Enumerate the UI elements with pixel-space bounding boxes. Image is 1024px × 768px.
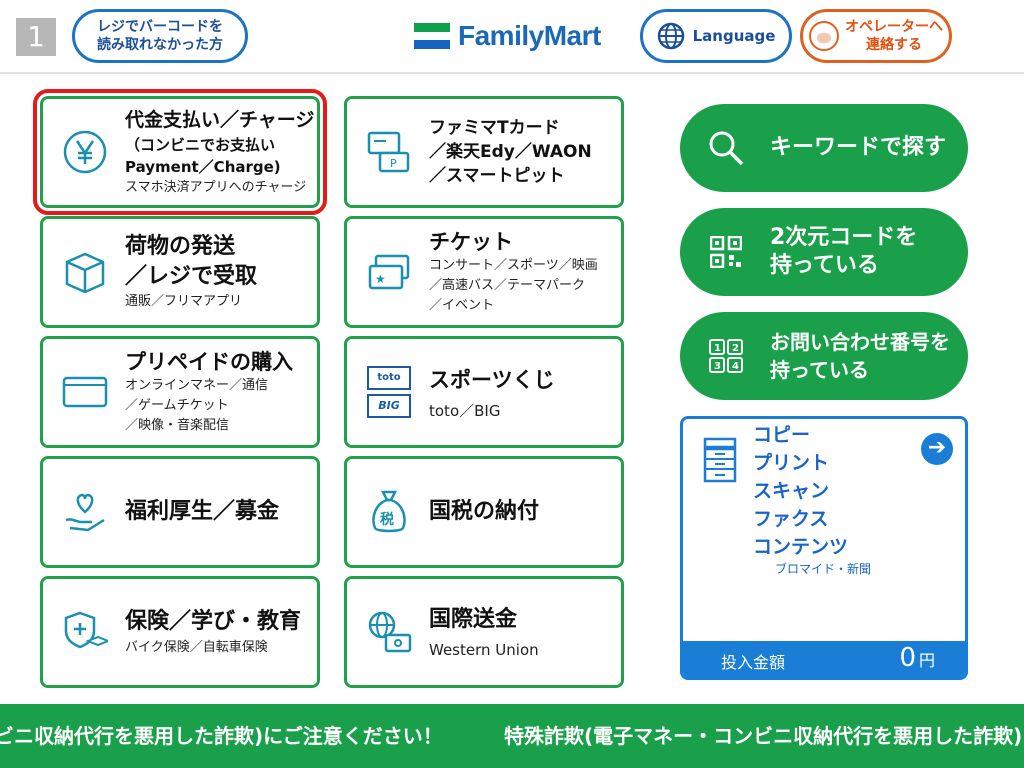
big-logo: BIG bbox=[367, 394, 411, 418]
language-label: Language bbox=[692, 27, 776, 45]
print-item: プリント bbox=[753, 452, 830, 474]
qr-code-label-1: 2次元コードを bbox=[770, 225, 918, 250]
operator-label: オペレーターへ 連絡する bbox=[845, 19, 943, 53]
operator-icon bbox=[809, 21, 839, 51]
menu-payment-charge[interactable]: 代金支払い／チャージ （コンビニでお支払い Payment／Charge) スマ… bbox=[33, 89, 327, 215]
svg-text:P: P bbox=[390, 157, 397, 170]
menu-ticket[interactable]: ★ チケット コンサート／スポーツ／映画 ／高速バス／テーマパーク ／イベント bbox=[344, 216, 624, 328]
menu-prepaid[interactable]: プリペイドの購入 オンラインマネー／通信 ／ゲームチケット ／映像・音楽配信 bbox=[40, 336, 320, 448]
warning-ticker: ビニ収納代行を悪用した詐欺)にご注意ください！ 特殊詐欺(電子マネー・コンビニ収… bbox=[0, 704, 1024, 768]
inquiry-label-2: 持っている bbox=[770, 358, 869, 382]
magnifier-icon bbox=[704, 128, 748, 168]
ticker-text-right: 特殊詐欺(電子マネー・コンビニ収納代行を悪用した詐欺) bbox=[504, 724, 1023, 748]
remittance-title: 国際送金 bbox=[429, 607, 518, 632]
payment-note: スマホ決済アプリへのチャージ bbox=[125, 180, 307, 195]
svg-text:1: 1 bbox=[714, 343, 721, 354]
parcel-line-2: ／レジで受取 bbox=[125, 264, 258, 289]
language-button[interactable]: Language bbox=[640, 9, 792, 63]
copy-print-panel[interactable]: コピー プリント スキャン ファクス コンテンツ ブロマイド・新聞 ➔ 投入金額… bbox=[680, 416, 968, 680]
operator-call-button[interactable]: オペレーターへ 連絡する bbox=[800, 9, 952, 63]
inserted-amount-label: 投入金額 bbox=[721, 653, 786, 672]
menu-international-remittance[interactable]: 国際送金 Western Union bbox=[344, 576, 624, 688]
prepaid-note-2: ／ゲームチケット bbox=[125, 398, 229, 413]
menu-national-tax[interactable]: 税 国税の納付 bbox=[344, 456, 624, 568]
tax-bag-icon: 税 bbox=[359, 488, 419, 536]
page-number: 1 bbox=[16, 18, 56, 56]
barcode-help-label: レジでバーコードを 読み取れなかった方 bbox=[97, 19, 223, 53]
prepaid-note-3: ／映像・音楽配信 bbox=[125, 418, 230, 433]
arrow-right-icon: ➔ bbox=[921, 433, 953, 465]
famima-card-line-2: ／楽天Edy／WAON bbox=[429, 142, 592, 162]
barcode-help-button[interactable]: レジでバーコードを 読み取れなかった方 bbox=[72, 9, 248, 63]
qr-code-button[interactable]: 2次元コードを 持っている bbox=[680, 208, 968, 296]
card-register-icon: P bbox=[359, 129, 419, 175]
ticket-note-3: ／イベント bbox=[429, 298, 495, 313]
prepaid-card-icon bbox=[55, 376, 115, 408]
inserted-amount-unit: 円 bbox=[918, 651, 935, 670]
ticket-title: チケット bbox=[429, 230, 513, 254]
payment-subtitle-1: （コンビニでお支払い bbox=[125, 136, 276, 154]
ticket-note-1: コンサート／スポーツ／映画 bbox=[429, 258, 598, 273]
inserted-amount-number: 0 bbox=[899, 643, 916, 673]
qr-code-icon bbox=[704, 236, 748, 268]
keyword-search-label: キーワードで探す bbox=[770, 135, 947, 160]
welfare-title: 福利厚生／募金 bbox=[125, 499, 280, 524]
famima-card-line-1: ファミマTカード bbox=[429, 118, 560, 138]
payment-subtitle-2: Payment／Charge) bbox=[125, 158, 281, 176]
toto-logo-text: toto bbox=[377, 372, 401, 383]
parcel-line-1: 荷物の発送 bbox=[125, 234, 236, 259]
menu-insurance-education[interactable]: 保険／学び・教育 バイク保険／自転車保険 bbox=[40, 576, 320, 688]
svg-text:3: 3 bbox=[714, 361, 721, 372]
toto-logo: toto bbox=[367, 366, 411, 390]
toto-big-logo-icon: toto BIG bbox=[359, 366, 419, 418]
globe-icon bbox=[657, 22, 684, 50]
menu-famima-card[interactable]: P ファミマTカード ／楽天Edy／WAON ／スマートピット bbox=[344, 96, 624, 208]
yen-icon bbox=[55, 129, 115, 175]
parcel-note: 通販／フリマアプリ bbox=[125, 294, 243, 309]
multifunction-copier-icon bbox=[703, 437, 737, 487]
tax-title: 国税の納付 bbox=[429, 499, 540, 524]
big-logo-text: BIG bbox=[378, 399, 400, 412]
svg-text:4: 4 bbox=[732, 361, 739, 372]
globe-money-icon bbox=[359, 609, 419, 655]
tax-icon-text: 税 bbox=[380, 511, 394, 528]
remittance-note: Western Union bbox=[429, 641, 539, 659]
inquiry-label-1: お問い合わせ番号を bbox=[770, 330, 950, 354]
heart-hand-icon bbox=[55, 490, 115, 534]
qr-code-label-2: 持っている bbox=[770, 253, 879, 278]
prepaid-title: プリペイドの購入 bbox=[125, 350, 293, 374]
header-bar: 1 レジでバーコードを 読み取れなかった方 FamilyMart Languag… bbox=[0, 0, 1024, 74]
svg-text:★: ★ bbox=[375, 272, 386, 286]
sports-lottery-note: toto／BIG bbox=[429, 402, 501, 420]
contents-sub-label: ブロマイド・新聞 bbox=[775, 562, 872, 576]
logo-mark-icon bbox=[414, 23, 450, 49]
payment-title: 代金支払い／チャージ bbox=[125, 109, 315, 131]
fax-item: ファクス bbox=[753, 508, 829, 530]
keyword-search-button[interactable]: キーワードで探す bbox=[680, 104, 968, 192]
copy-service-list: コピー プリント スキャン ファクス コンテンツ ブロマイド・新聞 bbox=[753, 421, 871, 577]
ticket-note-2: ／高速バス／テーマパーク bbox=[429, 278, 586, 293]
menu-welfare-donation[interactable]: 福利厚生／募金 bbox=[40, 456, 320, 568]
svg-text:2: 2 bbox=[732, 343, 739, 354]
shield-cap-icon bbox=[55, 609, 115, 655]
menu-sports-lottery[interactable]: toto BIG スポーツくじ toto／BIG bbox=[344, 336, 624, 448]
familymart-logo: FamilyMart bbox=[414, 20, 601, 52]
ticker-text-left: ビニ収納代行を悪用した詐欺)にご注意ください！ bbox=[0, 724, 443, 748]
box-icon bbox=[55, 250, 115, 294]
ticket-icon: ★ bbox=[359, 252, 419, 292]
copy-item: コピー bbox=[753, 424, 811, 446]
prepaid-note-1: オンラインマネー／通信 bbox=[125, 378, 269, 393]
famima-card-line-3: ／スマートピット bbox=[429, 166, 565, 186]
insurance-title: 保険／学び・教育 bbox=[125, 609, 302, 634]
insurance-note: バイク保険／自転車保険 bbox=[125, 640, 268, 655]
sports-lottery-title: スポーツくじ bbox=[429, 368, 555, 392]
contents-item: コンテンツ bbox=[753, 536, 849, 558]
scan-item: スキャン bbox=[753, 480, 830, 502]
menu-parcel[interactable]: 荷物の発送 ／レジで受取 通販／フリマアプリ bbox=[40, 216, 320, 328]
logo-text: FamilyMart bbox=[458, 20, 601, 51]
